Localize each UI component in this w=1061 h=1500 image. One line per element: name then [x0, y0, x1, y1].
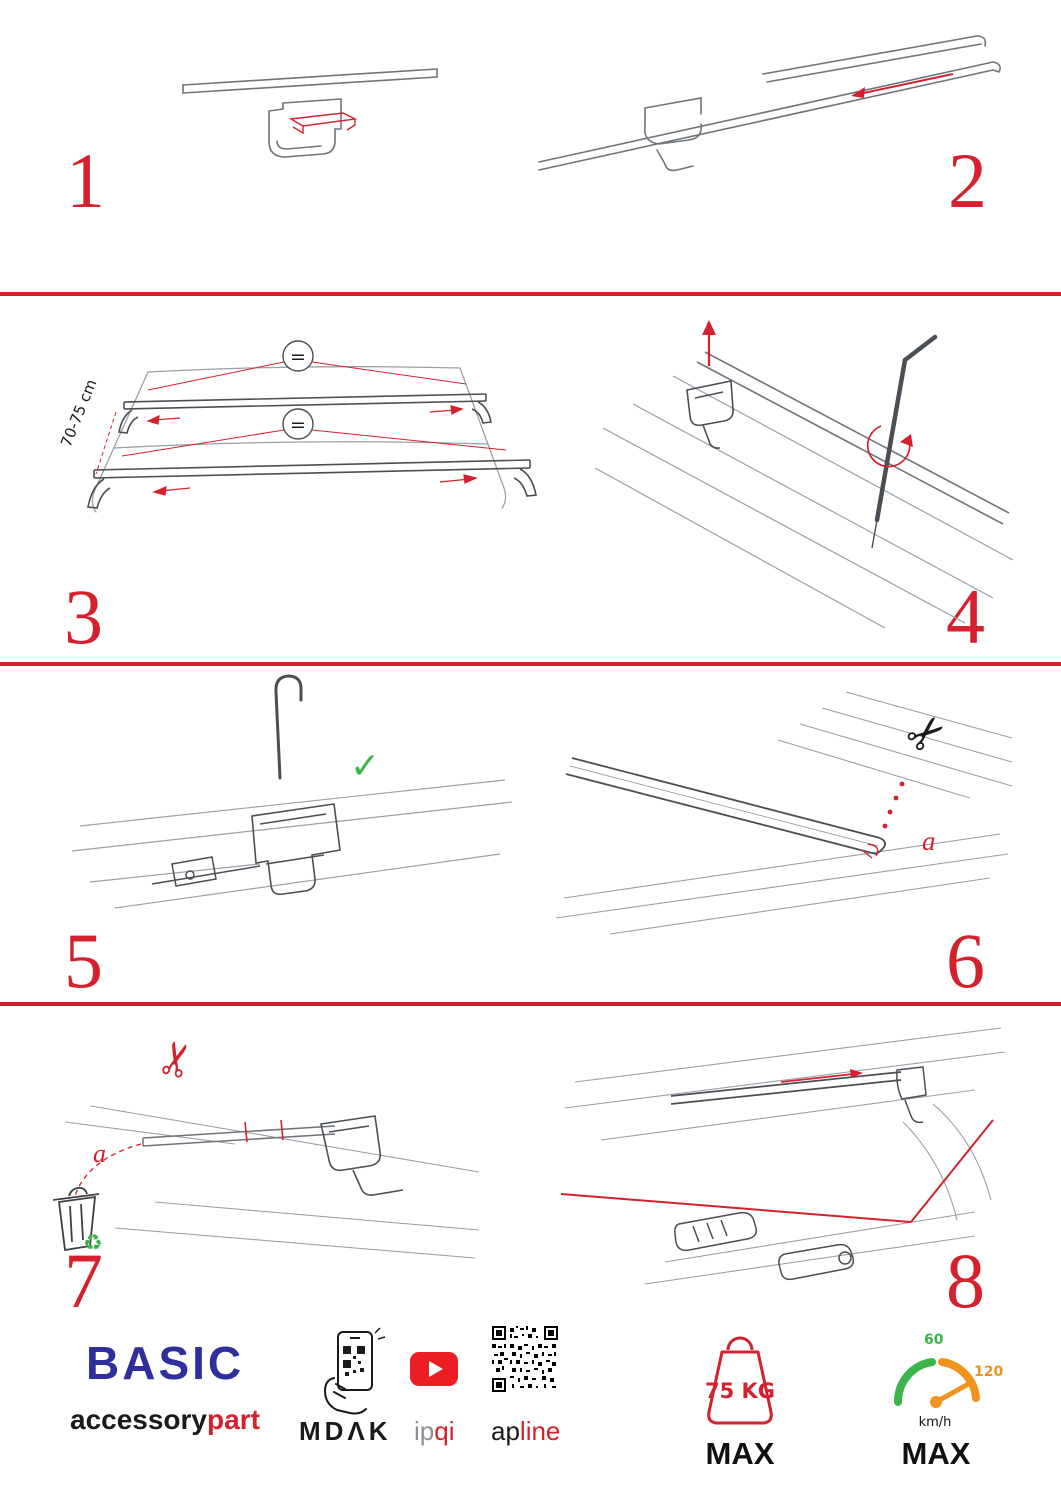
mdak-logo: MDΛK: [299, 1416, 392, 1446]
crossbar: [538, 35, 1001, 171]
bar-underside: [182, 68, 438, 158]
clamp: [643, 97, 703, 172]
step-8-number: 8: [946, 1237, 985, 1324]
basic-logo: BASIC: [86, 1337, 245, 1389]
foot-bracket: [251, 803, 341, 896]
roof-lines: [71, 779, 513, 909]
speed-max-label: MAX: [901, 1436, 971, 1471]
part-a-label: a: [922, 826, 936, 856]
roof-lines: [564, 1027, 1006, 1285]
section-divider-1: [0, 292, 1061, 296]
step-4-drawing: [594, 320, 1014, 629]
section-divider-3: [0, 1002, 1061, 1006]
qr-code-icon: [492, 1326, 558, 1392]
step-8-drawing: [560, 1027, 1006, 1285]
roof-lines: [64, 1105, 480, 1259]
allen-key: [874, 334, 938, 523]
recycle-icon: ♻: [83, 1231, 103, 1256]
crossbar: [565, 757, 886, 855]
scissors-icon: ✂: [145, 1034, 207, 1085]
max-weight-icon: 75 KG: [705, 1336, 775, 1425]
front-crossbar: [87, 459, 537, 509]
equal-overhang-markers: = =: [282, 340, 314, 440]
scissors-icon: ✂: [894, 700, 958, 766]
bar-distance-measure: 70-75 cm: [57, 377, 117, 475]
step-7-number: 7: [64, 1237, 103, 1324]
cut-line-dots: [882, 781, 905, 829]
step-5-drawing: ✓: [71, 674, 513, 909]
weight-limit-label: 75 KG: [705, 1379, 775, 1403]
speed-low-label: 60: [924, 1332, 944, 1348]
insert-up-arrow: [702, 320, 716, 366]
clamp: [896, 1066, 927, 1124]
youtube-icon: [410, 1352, 458, 1386]
ipqi-red: qi: [434, 1416, 455, 1446]
strip-to-cut: [142, 1125, 336, 1147]
measure-arrows: [146, 405, 478, 496]
roof-rail-lines: [594, 375, 1014, 629]
tension-rod: [274, 674, 303, 780]
discard-path: [74, 1143, 142, 1197]
roof-lines-lower: [555, 833, 1009, 935]
step-1-drawing: [182, 68, 438, 158]
slide-arrow: [780, 1069, 863, 1083]
clamp: [686, 380, 734, 449]
play-icon: [428, 1361, 443, 1377]
apline-red: line: [519, 1416, 561, 1446]
step-1-number: 1: [66, 137, 105, 224]
roof-lines-upper: [777, 691, 1013, 799]
rotate-arrow: [866, 425, 913, 468]
crossbar: [670, 1071, 902, 1105]
speed-limit-icon: 60 120 km/h: [893, 1332, 1003, 1430]
equals-icon: =: [290, 346, 306, 368]
rubber-strip-end: [861, 843, 879, 859]
weight-max-label: MAX: [705, 1436, 775, 1471]
accessorypart-logo: accessorypart: [70, 1406, 260, 1434]
part-a-label: a: [93, 1139, 106, 1168]
step-2-drawing: [538, 35, 1001, 172]
callout-wedge: [560, 1119, 994, 1223]
bar-distance-label: 70-75 cm: [57, 377, 100, 450]
gauge-orange-arc: [938, 1358, 980, 1402]
step-2-number: 2: [948, 137, 987, 224]
step-3-drawing: = = 70-75 cm: [57, 340, 537, 513]
cut-marks: [244, 1119, 284, 1143]
gauge-needle: [930, 1379, 975, 1408]
apline-black: ap: [491, 1416, 520, 1446]
accessorypart-black: accessory: [70, 1404, 208, 1435]
check-icon: ✓: [350, 746, 380, 787]
speed-high-label: 120: [974, 1364, 1003, 1380]
ipqi-logo: ipqi: [414, 1418, 455, 1444]
rear-crossbar: [118, 393, 492, 434]
speed-unit-label: km/h: [919, 1415, 952, 1430]
accessorypart-red: part: [207, 1404, 260, 1435]
gauge-green-arc: [893, 1358, 936, 1406]
equal-guide-lines: [121, 361, 507, 457]
trash-bin-icon: [52, 1186, 100, 1252]
step-3-number: 3: [64, 573, 103, 660]
t-slot-adapters: [674, 1211, 855, 1281]
foot-bracket: [320, 1115, 404, 1196]
ipqi-gray: ip: [414, 1416, 435, 1446]
step-5-number: 5: [64, 917, 103, 1004]
slide-direction-arrow: [851, 73, 954, 98]
rail-channel: [696, 351, 1010, 525]
step-7-drawing: ✂ a ♻: [52, 1034, 480, 1259]
equals-icon: =: [290, 414, 306, 436]
step-6-number: 6: [946, 917, 985, 1004]
step-6-drawing: ✂ a: [555, 691, 1013, 935]
rubber-pad-insert: [288, 112, 358, 135]
phone-qr-scan-icon: [323, 1327, 386, 1415]
apline-logo: apline: [491, 1418, 560, 1444]
section-divider-2: [0, 662, 1061, 666]
fixing-plate: [151, 856, 261, 887]
